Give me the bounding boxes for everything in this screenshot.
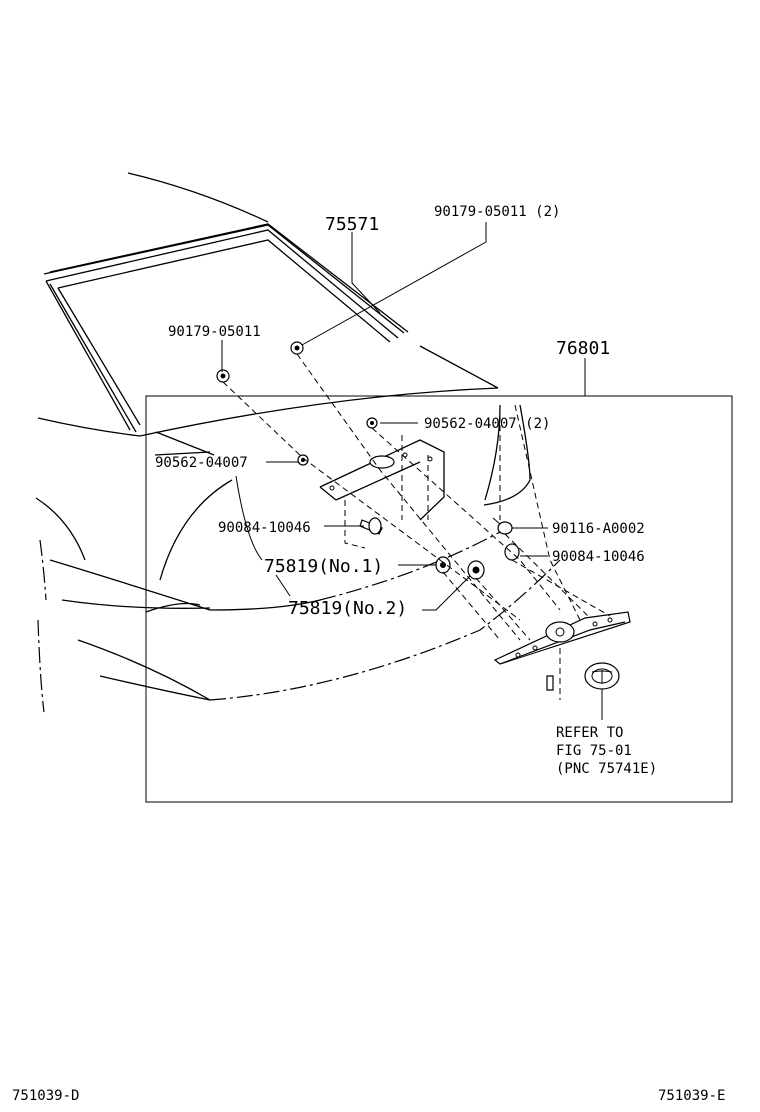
footer-left-code: 751039-D xyxy=(12,1088,79,1104)
label-90116-A0002: 90116-A0002 xyxy=(552,521,645,537)
label-90179-05011-2: 90179-05011 (2) xyxy=(434,204,560,220)
garnish-panel xyxy=(319,435,445,549)
license-garnish-assembly xyxy=(493,611,631,665)
emblem-icon xyxy=(584,662,620,720)
refer-line-3: (PNC 75741E) xyxy=(556,761,657,777)
label-90179-05011: 90179-05011 xyxy=(168,324,261,340)
footer: 751039-D 751039-E xyxy=(12,1088,725,1104)
installation-lines xyxy=(222,353,611,641)
label-90084-10046-right: 90084-10046 xyxy=(552,549,645,565)
part-labels: 75571 90179-05011 (2) 90179-05011 76801 … xyxy=(155,204,657,777)
label-75819-no1: 75819(No.1) xyxy=(264,556,383,577)
refer-line-2: FIG 75-01 xyxy=(556,743,632,759)
label-75571: 75571 xyxy=(325,214,379,235)
car-body-outline xyxy=(35,172,561,713)
label-90084-10046-left: 90084-10046 xyxy=(218,520,311,536)
leader-lines xyxy=(221,222,586,611)
footer-right-code: 751039-E xyxy=(658,1088,725,1104)
refer-line-1: REFER TO xyxy=(556,725,623,741)
label-76801: 76801 xyxy=(556,338,610,359)
fastener-nuts xyxy=(216,341,520,580)
detail-box xyxy=(145,395,733,803)
weatherstrip-75571 xyxy=(49,223,409,333)
label-90562-04007-2: 90562-04007 (2) xyxy=(424,416,550,432)
label-90562-04007: 90562-04007 xyxy=(155,455,248,471)
label-75819-no2: 75819(No.2) xyxy=(288,598,407,619)
clip-small xyxy=(546,648,561,700)
